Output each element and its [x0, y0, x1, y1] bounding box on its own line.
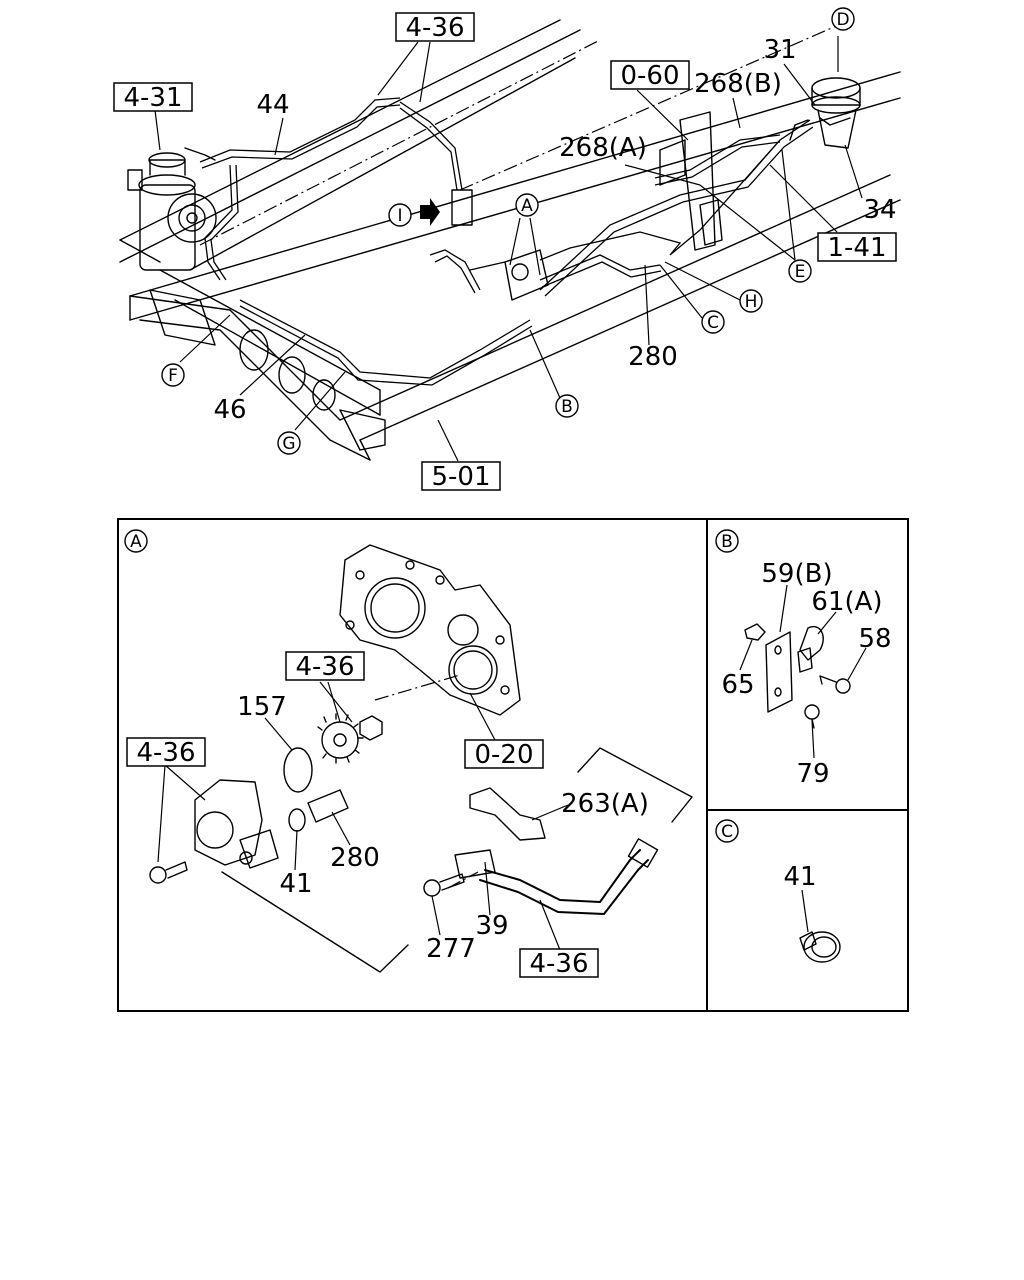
o-ring-drawing	[283, 747, 313, 793]
callout-circle-D	[831, 7, 855, 31]
callout-A: A	[521, 196, 533, 216]
clamp-assembly-drawing	[739, 584, 867, 759]
panel-b: B 59(B) 61(A) 58 65 79	[715, 529, 892, 789]
panel-a-label: A	[130, 532, 142, 552]
arrow-view-I	[420, 189, 473, 226]
bolt-left-drawing	[149, 861, 188, 884]
part-65: 65	[721, 670, 754, 700]
ref-box-4-31	[113, 82, 193, 112]
callout-circle-I	[388, 203, 412, 227]
brake-reservoir-left	[127, 147, 217, 271]
part-268b: 268(B)	[694, 69, 782, 99]
pump-body-drawing	[194, 779, 279, 869]
callout-circle-E	[788, 259, 812, 283]
part-46: 46	[213, 395, 246, 425]
ref-label-0-20: 0-20	[474, 740, 533, 770]
callout-circle-A	[515, 193, 539, 217]
part-157: 157	[237, 692, 287, 722]
panel-c-badge	[715, 819, 739, 843]
part-61a: 61(A)	[811, 587, 882, 617]
part-58: 58	[858, 624, 891, 654]
callout-I: I	[397, 206, 402, 226]
panel-c-label: C	[721, 822, 733, 842]
ref-label-0-60: 0-60	[620, 61, 679, 91]
callout-circle-F	[161, 363, 185, 387]
ref-label-4-36-a2: 4-36	[136, 738, 195, 768]
ref-label-5-01: 5-01	[431, 462, 490, 492]
part-277: 277	[426, 934, 476, 964]
right-reservoir-tank	[789, 77, 861, 149]
top-callouts: D A I E H C F B G	[161, 7, 855, 455]
ref-label-4-36-a3: 4-36	[529, 949, 588, 979]
part-263a: 263(A)	[561, 789, 649, 819]
part-44: 44	[256, 90, 289, 120]
ref-box-4-36-a2	[126, 737, 206, 767]
part-34: 34	[863, 195, 896, 225]
ref-box-5-01	[421, 461, 501, 491]
ref-box-4-36-a3	[519, 948, 599, 978]
ref-label-4-31: 4-31	[123, 83, 182, 113]
part-31: 31	[763, 35, 796, 65]
callout-F: F	[168, 366, 178, 386]
callout-H: H	[745, 292, 758, 312]
ref-box-0-20	[464, 739, 544, 769]
hose-clamp-drawing	[799, 889, 841, 963]
part-41-a: 41	[279, 869, 312, 899]
chassis-frame-drawing	[119, 19, 901, 461]
ref-box-4-36-a1	[285, 651, 365, 681]
part-79: 79	[796, 759, 829, 789]
pump-assembly-top	[469, 249, 549, 301]
callout-G: G	[282, 434, 295, 454]
ref-box-1-41	[817, 232, 897, 262]
callout-circle-B	[555, 394, 579, 418]
part-41-c: 41	[783, 862, 816, 892]
panel-a-badge	[124, 529, 148, 553]
part-280-top: 280	[628, 342, 678, 372]
ref-label-1-41: 1-41	[827, 233, 886, 263]
part-280-a: 280	[330, 843, 380, 873]
sprocket-drawing	[317, 713, 383, 764]
part-59b: 59(B)	[761, 559, 832, 589]
ref-box-0-60	[610, 60, 690, 90]
part-268a: 268(A)	[559, 133, 647, 163]
callout-circle-G	[277, 431, 301, 455]
pipe-bracket-drawing	[423, 787, 659, 915]
callout-circle-H	[739, 289, 763, 313]
callout-circle-C	[701, 310, 725, 334]
panel-a: A	[124, 529, 693, 979]
gasket-plate-drawing	[339, 544, 521, 716]
bracket-0-60	[659, 111, 723, 251]
panel-b-label: B	[721, 532, 733, 552]
ref-label-4-36-top: 4-36	[405, 13, 464, 43]
detail-panels-frame	[117, 518, 909, 1012]
part-39: 39	[475, 911, 508, 941]
leaders-top	[154, 36, 863, 462]
callout-E: E	[795, 262, 806, 282]
callout-D: D	[836, 10, 849, 30]
callout-C: C	[707, 313, 719, 333]
ref-label-4-36-a1: 4-36	[295, 652, 354, 682]
callout-B: B	[561, 397, 573, 417]
top-labels: 4-31 4-36 0-60 1-41 5-01 44 31 268(B) 26…	[113, 12, 897, 492]
panel-c: C 41	[715, 819, 841, 963]
ref-box-4-36-top	[395, 12, 475, 42]
panel-b-badge	[715, 529, 739, 553]
